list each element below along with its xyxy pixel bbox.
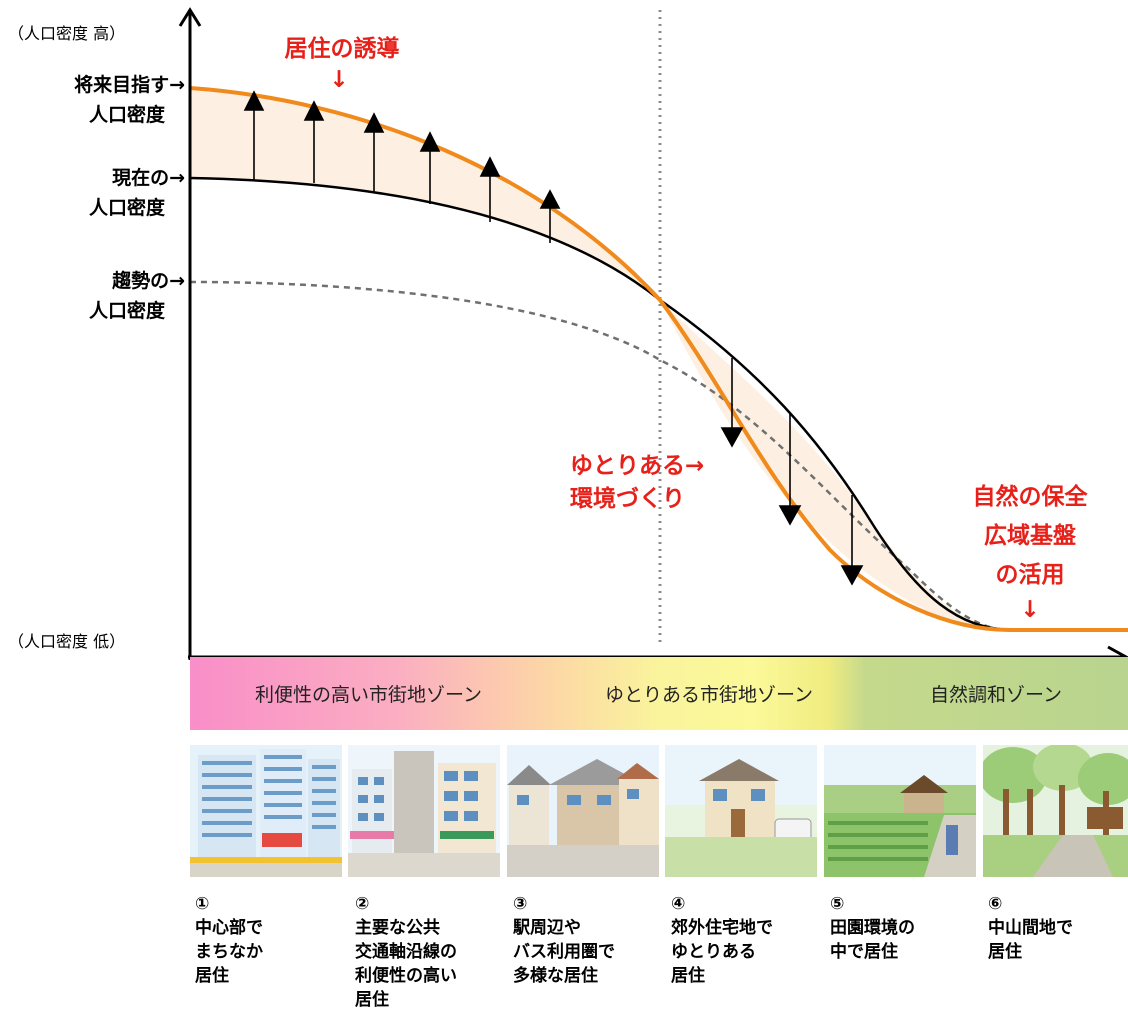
increase-area <box>190 88 660 300</box>
caption-1-line2: まちなか <box>195 942 263 962</box>
yutori-annotation: ゆとりある→ 環境づくり <box>570 450 704 516</box>
y-axis-arrowhead <box>178 7 202 27</box>
trend-density-line1: 趨勢の→ <box>112 270 185 292</box>
future-density-line2: 人口密度 <box>88 104 165 126</box>
future-density-label: 将来目指す→ 人口密度 <box>74 70 185 130</box>
illustration-station-houses <box>507 745 659 877</box>
caption-1-num: ① <box>195 894 210 914</box>
caption-1-line3: 居住 <box>195 966 229 986</box>
zone-yutori: ゆとりある市街地ゾーン <box>605 684 814 706</box>
induce-arrow: ↓ <box>329 67 349 93</box>
current-density-label: 現在の→ 人口密度 <box>89 163 185 223</box>
current-density-line1: 現在の→ <box>112 167 185 189</box>
caption-3: ③ 駅周辺や バス利用圏で 多様な居住 <box>513 892 615 988</box>
caption-3-line1: 駅周辺や <box>513 918 581 938</box>
caption-6-num: ⑥ <box>988 894 1003 914</box>
nature-arrow: ↓ <box>1020 597 1040 623</box>
caption-2-line1: 主要な公共 <box>355 918 440 938</box>
caption-1-line1: 中心部で <box>195 918 263 938</box>
future-density-line1: 将来目指す→ <box>74 74 185 96</box>
caption-5-line2: 中で居住 <box>830 942 898 962</box>
caption-2-line3: 利便性の高い <box>355 966 457 986</box>
caption-5-line1: 田園環境の <box>830 918 915 938</box>
caption-4-line3: 居住 <box>671 966 705 986</box>
nature-line3: の活用 <box>995 562 1065 588</box>
illustration-rural-farm <box>824 745 976 877</box>
caption-1: ① 中心部で まちなか 居住 <box>195 892 263 988</box>
illustration-suburban-house <box>665 745 817 877</box>
caption-3-num: ③ <box>513 894 528 914</box>
caption-4-line2: ゆとりある <box>671 942 756 962</box>
nature-line2: 広域基盤 <box>984 523 1076 549</box>
yutori-line2: 環境づくり <box>570 486 685 512</box>
induce-annotation: 居住の誘導 ↓ <box>277 33 407 94</box>
caption-6: ⑥ 中山間地で 居住 <box>988 892 1073 964</box>
illustration-mid-rise <box>348 745 500 877</box>
caption-6-line2: 居住 <box>988 942 1022 962</box>
caption-2: ② 主要な公共 交通軸沿線の 利便性の高い 居住 <box>355 892 457 1012</box>
illustration-mountain-forest <box>983 745 1128 877</box>
trend-density-line2: 人口密度 <box>88 300 165 322</box>
zone-nature: 自然調和ゾーン <box>930 684 1063 706</box>
up-arrows <box>243 90 561 243</box>
zone-bar <box>190 657 1128 730</box>
trend-density-label: 趨勢の→ 人口密度 <box>89 266 185 326</box>
down-arrows <box>720 358 864 586</box>
caption-4-num: ④ <box>671 894 686 914</box>
nature-annotation: 自然の保全 広域基盤 の活用 ↓ <box>955 478 1105 625</box>
target-curve <box>189 86 1128 632</box>
zone-convenient: 利便性の高い市街地ゾーン <box>255 684 483 706</box>
caption-2-num: ② <box>355 894 370 914</box>
caption-4-line1: 郊外住宅地で <box>671 918 773 938</box>
caption-3-line2: バス利用圏で <box>513 942 615 962</box>
induce-text: 居住の誘導 <box>284 36 400 62</box>
current-density-line2: 人口密度 <box>88 197 165 219</box>
trend-curve <box>189 280 1011 632</box>
caption-5-num: ⑤ <box>830 894 845 914</box>
yutori-line1: ゆとりある→ <box>570 453 705 479</box>
caption-4: ④ 郊外住宅地で ゆとりある 居住 <box>671 892 773 988</box>
caption-3-line3: 多様な居住 <box>513 966 598 986</box>
nature-line1: 自然の保全 <box>972 484 1088 510</box>
caption-2-line2: 交通軸沿線の <box>355 942 457 962</box>
caption-6-line1: 中山間地で <box>988 918 1073 938</box>
decrease-area <box>660 300 1010 630</box>
illustration-high-rise <box>190 745 342 877</box>
current-curve <box>189 176 1128 632</box>
caption-2-line4: 居住 <box>355 990 389 1010</box>
y-axis-high-label: （人口密度 高） <box>8 24 126 43</box>
caption-5: ⑤ 田園環境の 中で居住 <box>830 892 915 964</box>
y-axis-low-label: （人口密度 低） <box>8 632 126 651</box>
